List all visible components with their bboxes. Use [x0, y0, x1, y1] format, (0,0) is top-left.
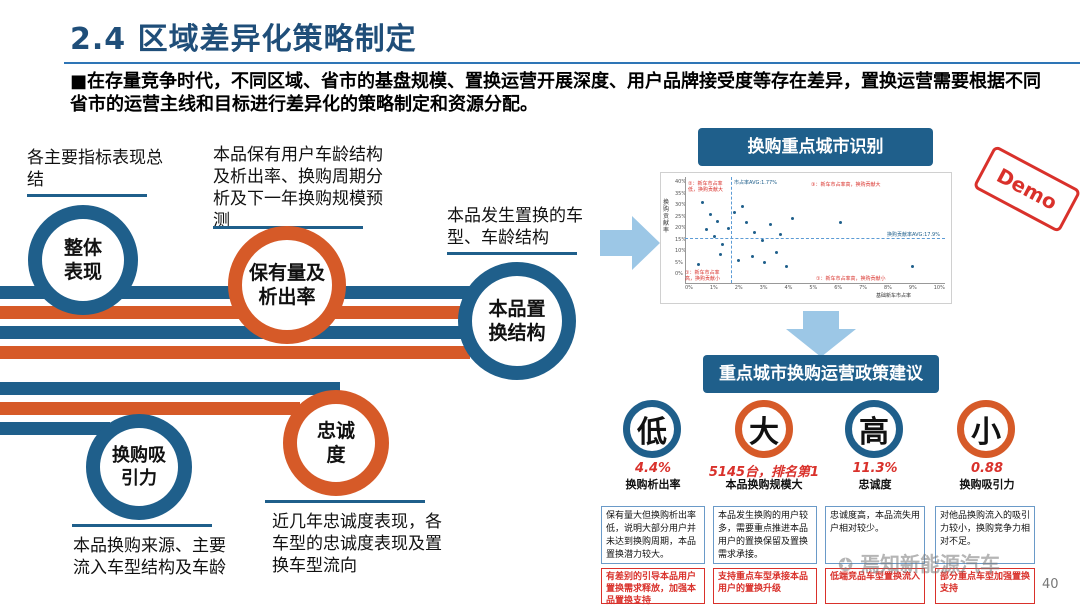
banner-policy-suggestion: 重点城市换购运营政策建议: [703, 355, 939, 393]
step-ring-structure: 本品置换结构: [458, 262, 576, 380]
watermark: ✪ 焉知新能源汽车: [838, 552, 1001, 576]
plot-avg-x-line: [731, 177, 732, 283]
plot-point: [721, 243, 724, 246]
step-ring-retention: 保有量及析出率: [228, 226, 346, 344]
policy-action: 低端竞品车型置换流入: [825, 568, 925, 604]
plot-point: [753, 231, 756, 234]
scatter-plot: 换购贡献率 40%35%30%25%20%15%10%5%0% 0%1%2%3%…: [660, 172, 952, 304]
arrow-right-icon: [600, 216, 660, 270]
plot-quadrant-note: ①：新车市占率高，换购贡献小: [685, 270, 721, 282]
plot-yticks: 40%35%30%25%20%15%10%5%0%: [675, 179, 687, 277]
policy-label: 忠诚度: [858, 478, 892, 491]
title-divider: [64, 62, 1080, 64]
wechat-icon: ✪: [838, 555, 854, 576]
plot-point: [709, 213, 712, 216]
policy-ring-low: 低: [623, 400, 681, 458]
plot-xlabel: 基础新车市占率: [876, 293, 912, 299]
plot-point: [839, 221, 842, 224]
plot-point: [719, 253, 722, 256]
policy-label: 换购析出率: [625, 478, 681, 491]
step-ring-overall: 整体表现: [28, 205, 138, 315]
plot-point: [741, 205, 744, 208]
step-note-structure: 本品发生置换的车型、车龄结构: [447, 206, 583, 248]
step-note-retention: 本品保有用户车龄结构及析出率、换购周期分析及下一年换购规模预测: [213, 145, 383, 231]
plot-yaxis: [685, 177, 686, 283]
plot-point: [779, 233, 782, 236]
intro-text: ■在存量竞争时代，不同区域、省市的基盘规模、置换运营开展深度、用户品牌接受度等存…: [70, 71, 1042, 115]
plot-point: [911, 265, 914, 268]
arrow-down-icon: [786, 311, 856, 357]
policy-action: 支持重点车型承接本品用户的置换升级: [713, 568, 817, 604]
plot-point: [769, 223, 772, 226]
plot-point: [791, 217, 794, 220]
step-note-loyalty: 近几年忠诚度表现，各车型的忠诚度表现及置换车型流向: [272, 512, 442, 576]
policy-ring-high: 高: [845, 400, 903, 458]
note-underline: [265, 500, 425, 503]
plot-point: [761, 239, 764, 242]
policy-description: 本品发生换购的用户较多，需要重点推进本品用户的置换保留及置换需求承接。: [713, 506, 817, 564]
plot-point: [716, 220, 719, 223]
plot-point: [775, 251, 778, 254]
policy-description: 保有量大但换购析出率低，说明大部分用户并未达到换购周期，本品置换潜力较大。: [601, 506, 705, 564]
road-stripe: [0, 382, 340, 395]
step-note-attraction: 本品换购来源、主要流入车型结构及车龄: [73, 536, 226, 578]
plot-avg-y-label: 换购贡献率AVG:17.9%: [887, 232, 940, 238]
policy-label: 本品换购规模大: [725, 478, 803, 491]
page-title: 2.4 区域差异化策略制定: [70, 22, 417, 57]
policy-action: 有差别的引导本品用户置换需求释放，加强本品置换支持: [601, 568, 705, 606]
policy-ring-small: 小: [957, 400, 1015, 458]
policy-ring-big: 大: [735, 400, 793, 458]
policy-label: 换购吸引力: [959, 478, 1015, 491]
page-number: 40: [1042, 577, 1059, 592]
plot-avg-x-label: 市占率AVG:1.77%: [734, 180, 777, 186]
plot-xaxis: [685, 283, 945, 284]
banner-city-identification: 换购重点城市识别: [698, 128, 933, 166]
plot-point: [737, 259, 740, 262]
step-ring-loyalty: 忠诚度: [283, 390, 389, 496]
road-stripe: [0, 402, 300, 415]
plot-point: [763, 261, 766, 264]
plot-point: [713, 235, 716, 238]
road-stripe: [0, 326, 470, 339]
step-ring-attraction: 换购吸引力: [86, 414, 192, 520]
policy-action: 部分重点车型加强置换支持: [935, 568, 1035, 604]
note-underline: [27, 194, 147, 197]
policy-value: 4.4%: [634, 461, 672, 476]
plot-point: [733, 211, 736, 214]
plot-point: [705, 228, 708, 231]
note-underline: [447, 252, 577, 255]
plot-point: [785, 265, 788, 268]
policy-description: 忠诚度高，本品流失用户相对较少。: [825, 506, 925, 564]
plot-quadrant-note: ①：新车市占率高，换购贡献小: [816, 276, 886, 282]
plot-point: [701, 201, 704, 204]
plot-ylabel: 换购贡献率: [663, 199, 670, 234]
policy-value: 11.3%: [852, 461, 898, 476]
plot-point: [727, 227, 730, 230]
road-stripe: [0, 422, 110, 435]
plot-point: [751, 255, 754, 258]
plot-point: [745, 221, 748, 224]
plot-xticks: 0%1%2%3%4%5%6%7%8%9%10%: [685, 285, 945, 291]
policy-value: 0.88: [970, 461, 1004, 476]
demo-stamp: Demo: [972, 144, 1080, 234]
policy-value: 5145台，排名第1: [708, 465, 820, 480]
plot-quadrant-note: ②：新车市占率低，换购贡献大: [688, 181, 724, 193]
plot-avg-y-line: [685, 238, 945, 239]
road-stripe: [0, 346, 470, 359]
plot-quadrant-note: ③：新车市占率高，换购贡献大: [811, 182, 881, 188]
step-note-overall: 各主要指标表现总结: [27, 148, 163, 190]
policy-description: 对他品换购流入的吸引力较小，换购竞争力相对不足。: [935, 506, 1035, 564]
note-underline: [72, 524, 212, 527]
plot-point: [697, 263, 700, 266]
